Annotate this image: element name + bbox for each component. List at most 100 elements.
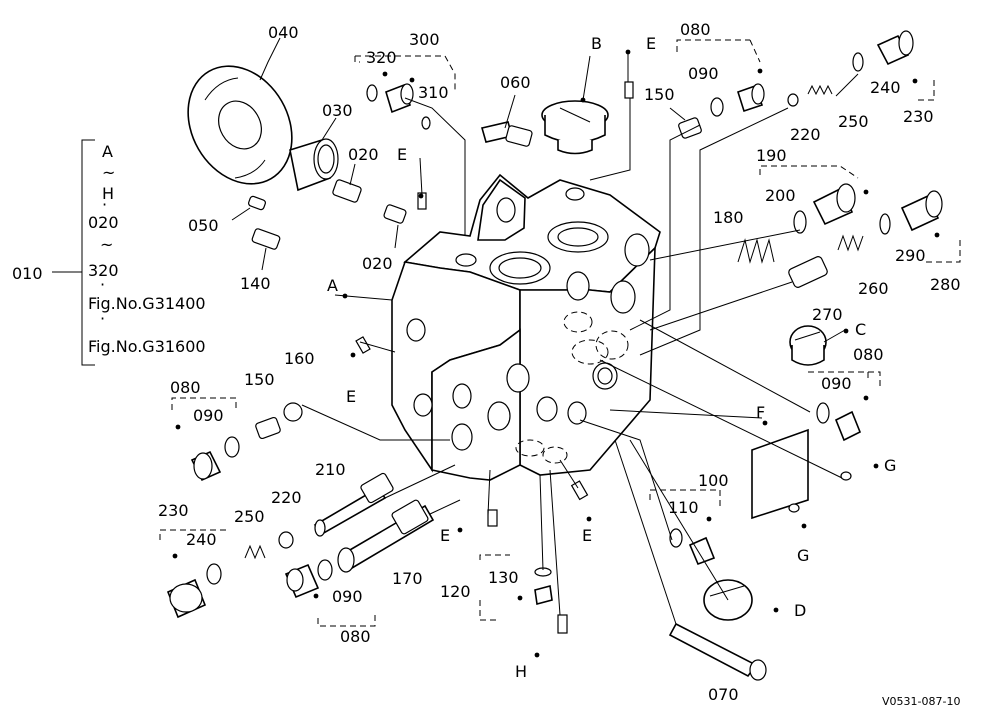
part-170-spool [337, 499, 435, 573]
callout-G-a: G [884, 456, 896, 475]
callout-150-top: 150 [644, 85, 675, 104]
callout-180: 180 [713, 208, 744, 227]
callout-080-left: 080 [170, 378, 201, 397]
callout-090-right: 090 [821, 374, 852, 393]
part-220-left [278, 531, 294, 549]
callout-020-b: 020 [362, 254, 393, 273]
part-250-top [807, 84, 833, 96]
legend-line-1: A [102, 142, 113, 161]
callout-F: F [756, 403, 765, 422]
part-020-pin-a [332, 179, 362, 203]
callout-240-top: 240 [870, 78, 901, 97]
callout-320: 320 [366, 48, 397, 67]
callout-E-side: E [346, 387, 356, 406]
part-140 [251, 228, 281, 250]
part-040-plate [187, 65, 293, 185]
part-100 [688, 536, 716, 566]
part-120 [534, 584, 553, 606]
legend-line-5: 020 [88, 213, 119, 232]
part-B-plug [541, 100, 609, 155]
callout-150-left: 150 [244, 370, 275, 389]
part-300-plug [366, 83, 431, 130]
legend-line-10: · [100, 309, 105, 328]
callout-080-right: 080 [853, 345, 884, 364]
callout-050: 050 [188, 216, 219, 235]
part-020-pin-b [383, 204, 407, 224]
callout-020-a: 020 [348, 145, 379, 164]
callout-120: 120 [440, 582, 471, 601]
valve-body [391, 173, 661, 481]
callout-G-b: G [797, 546, 809, 565]
callout-090-top: 090 [688, 64, 719, 83]
part-200 [793, 210, 807, 234]
legend-line-8: · [100, 275, 105, 294]
part-160 [283, 402, 303, 422]
callout-270: 270 [812, 305, 843, 324]
callout-170: 170 [392, 569, 423, 588]
callout-140: 140 [240, 274, 271, 293]
callout-300: 300 [409, 30, 440, 49]
part-240-top [852, 52, 864, 72]
callout-200: 200 [765, 186, 796, 205]
legend-index-number: 010 [12, 264, 43, 283]
part-G-screw-a [840, 471, 852, 481]
callout-E-top: E [646, 34, 656, 53]
part-E-bolt-side [355, 336, 371, 354]
part-030-bearing [289, 138, 339, 192]
callout-B: B [591, 34, 602, 53]
callout-labels: 040 030 020 020 050 140 320 300 310 060 … [158, 20, 961, 704]
part-C-plug [789, 325, 827, 366]
legend-line-6: ~ [100, 235, 113, 254]
part-G-screw-b [788, 503, 800, 513]
leader-lines [231, 37, 859, 625]
callout-250-top: 250 [838, 112, 869, 131]
callout-C: C [855, 320, 866, 339]
part-080-right [834, 410, 862, 442]
legend-line-11: Fig.No.G31600 [88, 337, 206, 356]
part-090-top [710, 97, 724, 117]
part-E-bolt-front [570, 480, 589, 501]
callout-E-bottom: E [440, 526, 450, 545]
part-F-cover [751, 428, 809, 520]
callout-090-left: 090 [193, 406, 224, 425]
part-090-right [816, 402, 830, 424]
legend-block: 010 A ~ H · 020 ~ 320 · Fig.No.G31400 · … [12, 139, 206, 366]
legend-line-9: Fig.No.G31400 [88, 294, 206, 313]
callout-110: 110 [668, 498, 699, 517]
part-250-left [244, 544, 266, 560]
part-150-left [255, 416, 281, 440]
callout-260: 260 [858, 279, 889, 298]
part-290 [879, 213, 891, 235]
callout-310: 310 [418, 83, 449, 102]
callout-220-top: 220 [790, 125, 821, 144]
callout-030: 030 [322, 101, 353, 120]
part-180 [737, 238, 775, 264]
part-090-bottom [317, 559, 333, 581]
callout-H: H [515, 662, 527, 681]
callout-060: 060 [500, 73, 531, 92]
callout-130: 130 [488, 568, 519, 587]
part-260 [837, 234, 864, 252]
part-090-left [224, 436, 240, 458]
part-060-bolt [480, 121, 533, 147]
callout-080-top: 080 [680, 20, 711, 39]
callout-160: 160 [284, 349, 315, 368]
part-H-screw [557, 614, 568, 634]
part-E-bolt-top [624, 81, 634, 99]
part-220-top [787, 93, 799, 107]
part-150-top [678, 117, 702, 139]
callout-230-left: 230 [158, 501, 189, 520]
callout-E-front: E [582, 526, 592, 545]
callout-080-bottom: 080 [340, 627, 371, 646]
callout-190: 190 [756, 146, 787, 165]
legend-line-2: ~ [102, 163, 115, 182]
figure-code: V0531-087-10 [882, 695, 960, 708]
callout-E-left: E [397, 145, 407, 164]
part-E-bolt-bottom [487, 509, 498, 527]
callout-250-left: 250 [234, 507, 265, 526]
callout-A: A [327, 276, 338, 295]
part-050 [248, 195, 266, 211]
callout-070: 070 [708, 685, 739, 704]
